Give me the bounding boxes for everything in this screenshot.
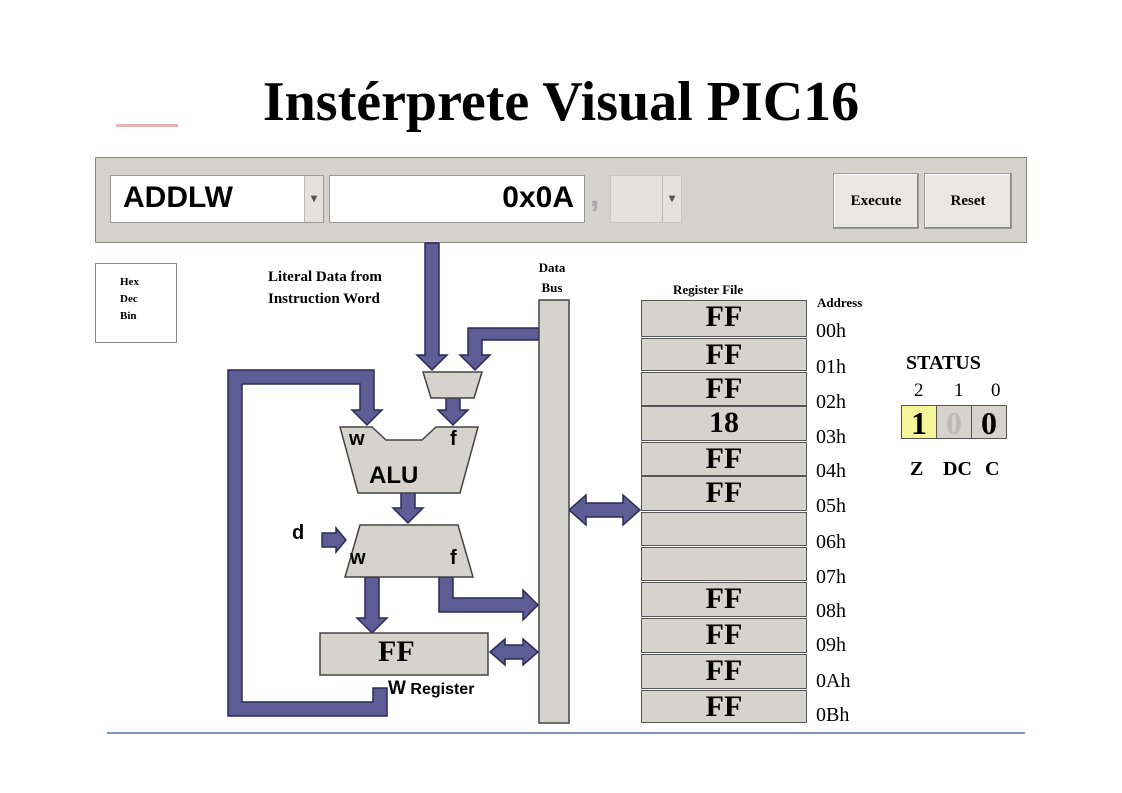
register-cell[interactable]: FF	[641, 690, 807, 723]
register-file-label: Register File	[673, 282, 744, 297]
mux-to-w-arrow	[355, 576, 389, 635]
operand-separator: ,	[590, 176, 600, 214]
register-address: 0Ah	[816, 670, 851, 692]
radix-selector: Hex Dec Bin	[95, 263, 177, 343]
register-address: 07h	[816, 566, 846, 588]
bus-regfile-double-arrow	[567, 493, 642, 527]
mux-to-alu-arrow	[436, 397, 470, 427]
instruction-select[interactable]: ADDLW ▾	[110, 175, 324, 223]
bus-to-mux-arrow	[458, 327, 540, 372]
alu-w-label: w	[349, 428, 365, 450]
operand-input[interactable]: 0x0A	[329, 175, 585, 223]
register-address: 05h	[816, 495, 846, 517]
w-bus-double-arrow	[488, 637, 540, 667]
status-bit-c[interactable]: 0	[971, 405, 1007, 440]
chevron-down-icon[interactable]: ▾	[662, 176, 681, 222]
status-bit-number: 0	[991, 380, 1001, 401]
register-address: 06h	[816, 531, 846, 553]
status-bit-number: 2	[914, 380, 924, 401]
literal-mux	[421, 371, 484, 399]
status-bit-z[interactable]: 1	[901, 405, 937, 440]
register-cell[interactable]: 18	[641, 406, 807, 441]
radix-option-bin[interactable]: Bin	[120, 310, 137, 322]
register-address: 08h	[816, 600, 846, 622]
status-bit-dc[interactable]: 0	[936, 405, 972, 440]
alu-block	[339, 426, 479, 494]
register-address: 04h	[816, 460, 846, 482]
register-cell[interactable]: FF	[641, 442, 807, 476]
radix-option-hex[interactable]: Hex	[120, 276, 139, 288]
status-bit-name: Z	[910, 458, 924, 480]
status-bit-number: 1	[954, 380, 964, 401]
mux-f-label: f	[450, 547, 457, 569]
register-cell[interactable]: FF	[641, 654, 807, 689]
w-register-value: FF	[378, 635, 415, 668]
mux-to-bus-arrow	[438, 576, 540, 622]
register-cell[interactable]: FF	[641, 300, 807, 337]
alu-label: ALU	[369, 462, 419, 489]
execute-button[interactable]: Execute	[833, 173, 919, 229]
register-address: 03h	[816, 426, 846, 448]
instruction-select-value: ADDLW	[123, 181, 233, 214]
w-register-block	[319, 632, 489, 676]
alu-f-label: f	[450, 428, 457, 450]
reset-button[interactable]: Reset	[924, 173, 1012, 229]
register-cell[interactable]: FF	[641, 618, 807, 653]
destination-select[interactable]: ▾	[610, 175, 682, 223]
register-address: 0Bh	[816, 704, 850, 726]
status-bit-name: DC	[943, 458, 972, 480]
mux-w-label: w	[350, 547, 366, 569]
decorative-mark	[116, 124, 178, 127]
dest-mux	[344, 524, 474, 578]
register-address: 02h	[816, 391, 846, 413]
status-title: STATUS	[906, 352, 981, 374]
register-address: 00h	[816, 320, 846, 342]
register-address: 09h	[816, 634, 846, 656]
register-cell[interactable]	[641, 512, 807, 546]
radix-option-dec[interactable]: Dec	[120, 293, 138, 305]
status-bit-name: C	[985, 458, 1000, 480]
register-cell[interactable]: FF	[641, 372, 807, 406]
literal-data-label: Literal Data from Instruction Word	[268, 269, 382, 307]
w-feedback-arrow	[227, 369, 388, 717]
register-cell[interactable]	[641, 547, 807, 581]
register-cell[interactable]: FF	[641, 476, 807, 511]
register-cell[interactable]: FF	[641, 582, 807, 617]
d-label: d	[292, 522, 305, 544]
page-title: Instérprete Visual PIC16	[262, 71, 860, 133]
alu-to-mux-arrow	[391, 492, 425, 525]
w-register-label: W Register	[388, 678, 475, 699]
d-arrow	[321, 525, 347, 555]
data-bus	[538, 299, 570, 724]
literal-arrow	[415, 242, 449, 372]
address-label: Address	[817, 295, 863, 310]
instruction-toolbar: ADDLW ▾ 0x0A , ▾ Execute Reset	[95, 157, 1027, 243]
operand-input-value: 0x0A	[502, 181, 574, 214]
register-address: 01h	[816, 356, 846, 378]
data-bus-label: Data Bus	[538, 260, 566, 295]
register-cell[interactable]: FF	[641, 338, 807, 371]
chevron-down-icon[interactable]: ▾	[304, 176, 323, 222]
